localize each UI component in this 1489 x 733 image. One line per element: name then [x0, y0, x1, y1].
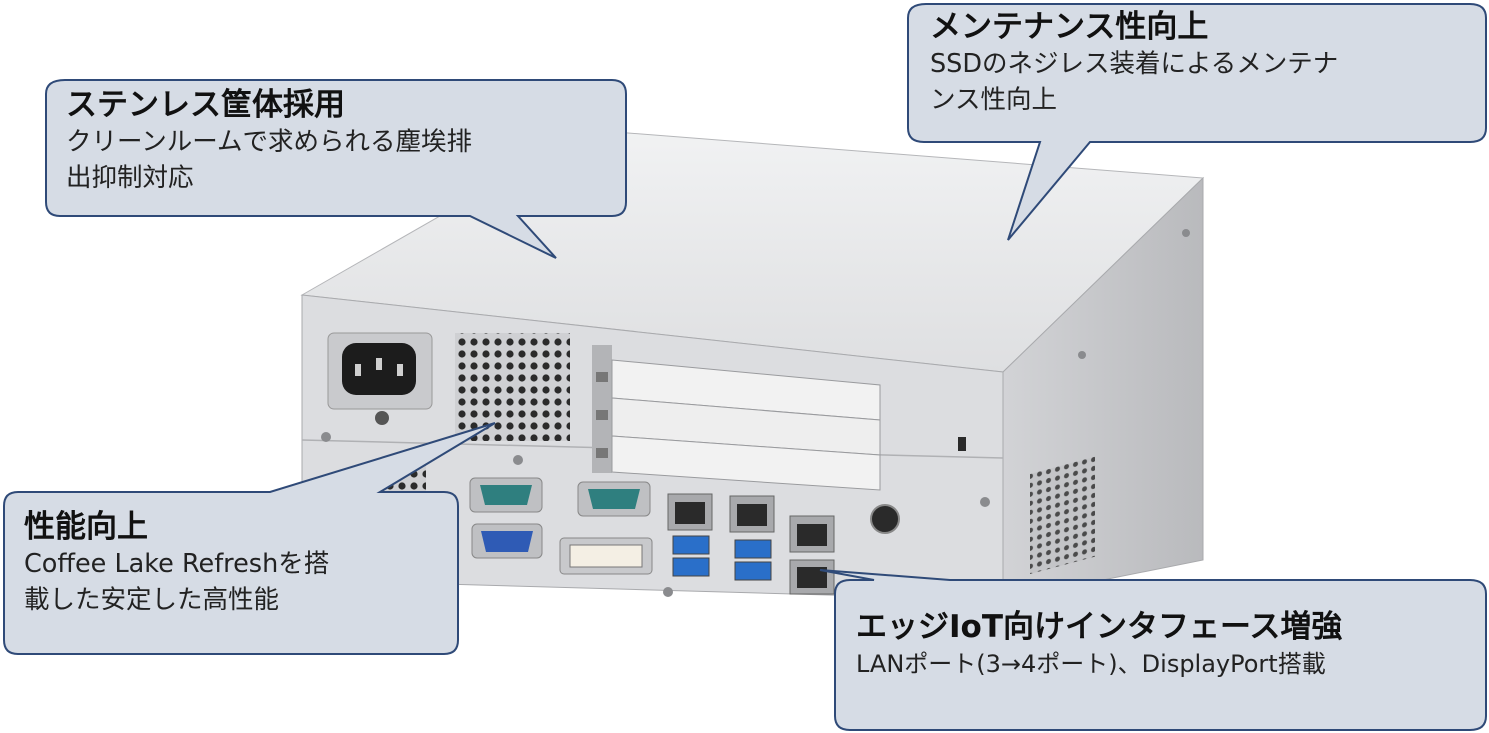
- power-button-icon: [870, 504, 900, 534]
- front-ventilation-grid: [455, 333, 570, 441]
- callout-performance: [3, 422, 496, 655]
- ethernet-port-icon: [789, 559, 835, 595]
- callout-body-line: 出抑制対応: [66, 163, 194, 193]
- chassis-screws: [321, 229, 1190, 597]
- callout-title: エッジIoT向けインタフェース増強: [856, 609, 1343, 645]
- power-inlet-icon: [327, 332, 433, 425]
- callout-maintenance-text: メンテナンス性向上 SSDのネジレス装着によるメンテナ ンス性向上: [930, 8, 1478, 118]
- callout-body-line: ンス性向上: [930, 85, 1057, 115]
- db9-serial-port-icon: [469, 477, 543, 513]
- side-ventilation: [1030, 456, 1095, 575]
- callout-performance-text: 性能向上 Coffee Lake Refreshを搭 載した安定した高性能: [24, 508, 454, 618]
- ethernet-port-icon: [729, 495, 775, 533]
- ethernet-port-icon: [667, 493, 713, 531]
- callout-body-line: クリーンルームで求められる塵埃排: [66, 127, 472, 157]
- callout-iot-text: エッジIoT向けインタフェース増強 LANポート(3→4ポート)、Display…: [856, 608, 1480, 682]
- vga-port-icon: [471, 523, 543, 559]
- callout-body-line: LANポート(3→4ポート)、DisplayPort搭載: [856, 650, 1326, 678]
- callout-stainless-text: ステンレス筐体採用 クリーンルームで求められる塵埃排 出抑制対応: [66, 86, 618, 196]
- callout-body-line: SSDのネジレス装着によるメンテナ: [930, 49, 1339, 79]
- callout-iot: [819, 569, 1487, 731]
- callout-title: メンテナンス性向上: [930, 9, 1209, 45]
- callout-title: 性能向上: [24, 509, 148, 545]
- callout-stainless: [45, 79, 627, 259]
- dvi-port-icon: [559, 537, 653, 575]
- usb3-port-icon: [672, 535, 772, 581]
- callout-body-line: 載した安定した高性能: [24, 585, 280, 615]
- callout-maintenance: [907, 3, 1487, 241]
- db9-serial-port-icon: [577, 481, 651, 517]
- callout-title: ステンレス筐体採用: [66, 87, 345, 123]
- callout-body-line: Coffee Lake Refreshを搭: [24, 549, 330, 579]
- ethernet-port-icon: [789, 515, 835, 553]
- expansion-slots: [592, 345, 881, 491]
